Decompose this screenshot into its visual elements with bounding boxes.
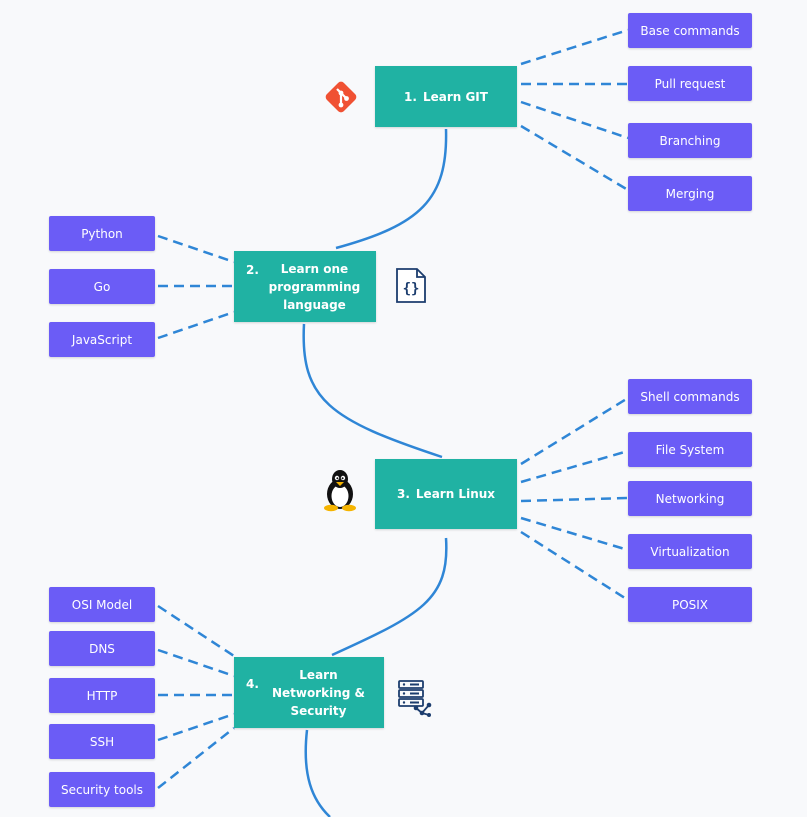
dashed-connector xyxy=(520,124,629,192)
subtopic-dns[interactable]: DNS xyxy=(49,631,155,666)
dashed-connector xyxy=(157,727,235,789)
subtopic-label: Security tools xyxy=(60,782,144,797)
subtopic-javascript[interactable]: JavaScript xyxy=(49,322,155,357)
dashed-connector xyxy=(520,28,629,66)
dashed-connector xyxy=(520,396,629,466)
subtopic-label: Python xyxy=(81,226,123,241)
dashed-connector xyxy=(520,449,629,484)
topic-learn-networking-security[interactable]: 4. Learn Networking & Security xyxy=(234,657,384,728)
topic-number: 2. xyxy=(246,263,259,277)
subtopic-osi-model[interactable]: OSI Model xyxy=(49,587,155,622)
subtopic-go[interactable]: Go xyxy=(49,269,155,304)
topic-learn-linux[interactable]: 3. Learn Linux xyxy=(375,459,517,529)
dashed-connector xyxy=(157,604,235,658)
flow-connector xyxy=(335,128,448,250)
subtopic-label: Networking xyxy=(655,491,725,506)
dashed-connector xyxy=(157,648,235,678)
subtopic-security-tools[interactable]: Security tools xyxy=(49,772,155,807)
subtopic-label: Base commands xyxy=(640,23,740,38)
topic-learn-programming-language[interactable]: 2. Learn one programming language xyxy=(234,251,376,322)
subtopic-label: Branching xyxy=(659,133,721,148)
subtopic-label: Go xyxy=(93,279,111,294)
server-network-icon xyxy=(398,680,432,717)
dashed-connector xyxy=(157,234,235,264)
subtopic-label: Virtualization xyxy=(650,544,730,559)
topic-number: 1. xyxy=(404,89,417,104)
subtopic-base-commands[interactable]: Base commands xyxy=(628,13,752,48)
subtopic-branching[interactable]: Branching xyxy=(628,123,752,158)
subtopic-networking[interactable]: Networking xyxy=(628,481,752,516)
subtopic-label: Shell commands xyxy=(640,389,740,404)
topic-title: Learn Networking & Security xyxy=(271,667,365,718)
subtopic-label: Merging xyxy=(665,186,715,201)
subtopic-python[interactable]: Python xyxy=(49,216,155,251)
subtopic-label: HTTP xyxy=(86,688,118,703)
subtopic-label: JavaScript xyxy=(71,332,133,347)
dashed-connector xyxy=(520,100,629,140)
subtopic-label: Pull request xyxy=(654,76,726,91)
subtopic-http[interactable]: HTTP xyxy=(49,678,155,713)
dashed-connector xyxy=(157,310,235,340)
subtopic-label: SSH xyxy=(89,734,115,749)
dashed-connector xyxy=(157,712,235,742)
subtopic-ssh[interactable]: SSH xyxy=(49,724,155,759)
subtopic-pull-request[interactable]: Pull request xyxy=(628,66,752,101)
subtopic-shell-commands[interactable]: Shell commands xyxy=(628,379,752,414)
dashed-connector xyxy=(520,496,629,503)
code-file-icon: {} xyxy=(396,268,426,303)
subtopic-posix[interactable]: POSIX xyxy=(628,587,752,622)
topic-title: Learn Linux xyxy=(415,487,496,501)
git-icon xyxy=(325,81,357,113)
linux-penguin-icon xyxy=(324,470,356,512)
subtopic-label: OSI Model xyxy=(71,597,133,612)
subtopic-label: File System xyxy=(655,442,725,457)
subtopic-file-system[interactable]: File System xyxy=(628,432,752,467)
topic-number: 3. xyxy=(396,487,410,501)
subtopic-label: POSIX xyxy=(671,597,709,612)
dashed-connector xyxy=(520,530,629,602)
subtopic-virtualization[interactable]: Virtualization xyxy=(628,534,752,569)
subtopic-label: DNS xyxy=(89,641,115,656)
topic-title: Learn one programming language xyxy=(268,261,361,312)
flow-connector xyxy=(304,729,331,817)
subtopic-merging[interactable]: Merging xyxy=(628,176,752,211)
flow-connector xyxy=(331,537,448,657)
topic-number: 4. xyxy=(246,677,259,691)
svg-text:{}: {} xyxy=(403,281,420,297)
topic-learn-git[interactable]: 1. Learn GIT xyxy=(375,66,517,127)
topic-title: Learn GIT xyxy=(422,89,488,104)
dashed-connector xyxy=(520,516,629,552)
flow-connector xyxy=(302,323,443,459)
